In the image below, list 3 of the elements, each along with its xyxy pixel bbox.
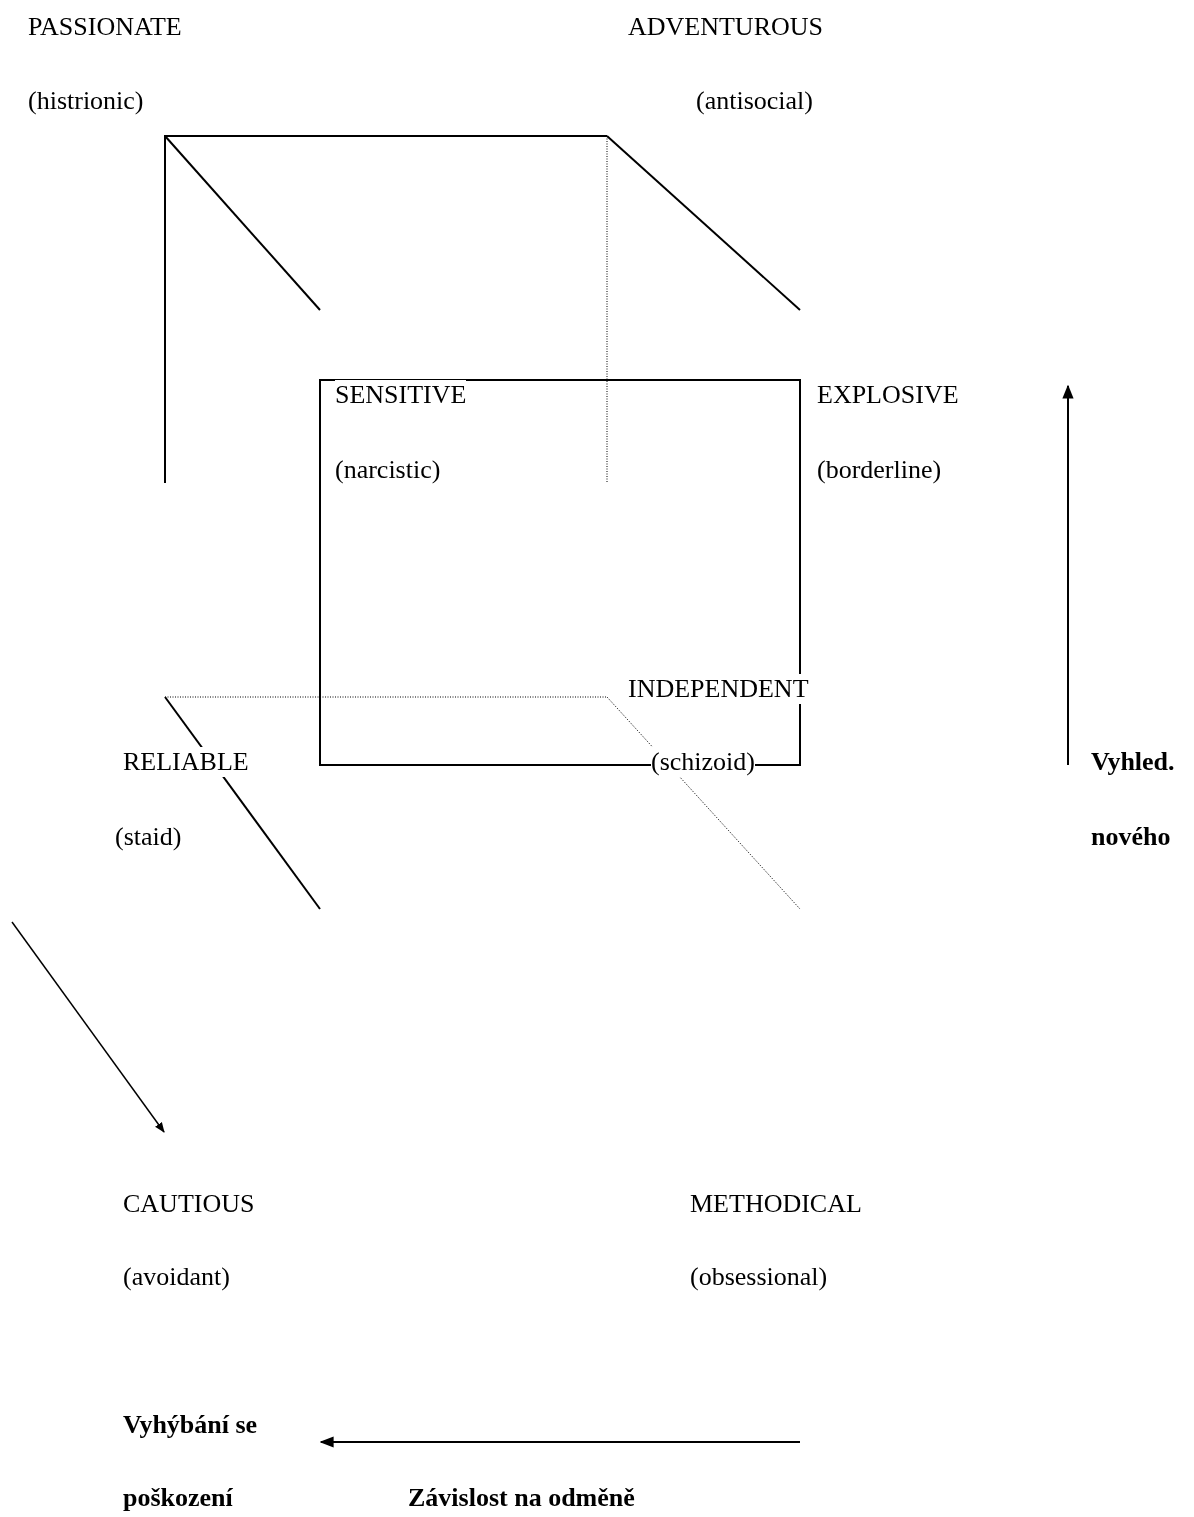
trait-label: RELIABLE	[123, 747, 249, 777]
trait-label: INDEPENDENT	[628, 674, 809, 704]
trait-label: (schizoid)	[651, 747, 755, 777]
